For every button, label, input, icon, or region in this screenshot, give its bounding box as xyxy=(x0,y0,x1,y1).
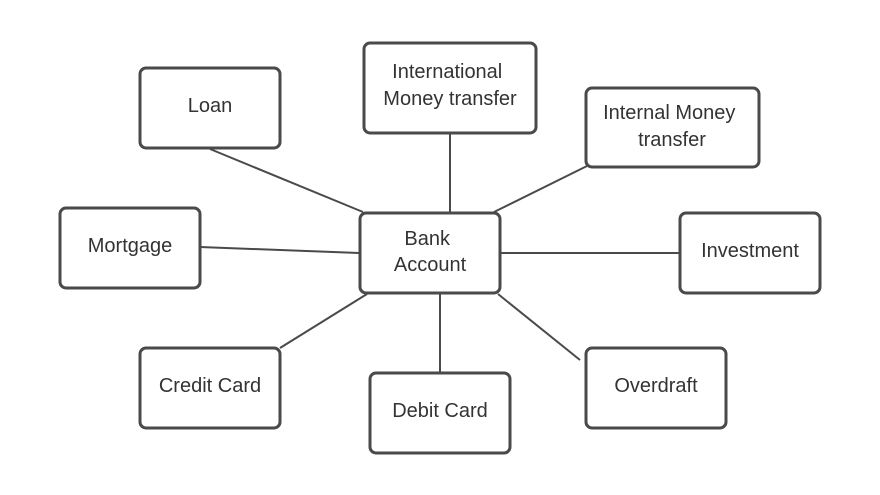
node-mortgage-label: Mortgage xyxy=(88,235,173,257)
node-debit-card-label: Debit Card xyxy=(392,400,488,422)
node-international-money-transfer-label: International Money transfer xyxy=(383,61,517,110)
node-overdraft-label: Overdraft xyxy=(614,375,698,397)
edge-mortgage xyxy=(199,246,360,254)
node-investment[interactable]: Investment xyxy=(678,211,822,295)
edge-loan xyxy=(209,148,364,213)
node-bank-account-label: Bank Account xyxy=(394,228,467,276)
node-internal-money-transfer-label: Internal Money transfer xyxy=(603,102,741,151)
node-investment-label: Investment xyxy=(701,240,799,262)
node-credit-card-label: Credit Card xyxy=(159,375,261,397)
edge-internal-money-transfer xyxy=(493,165,588,213)
edge-overdraft xyxy=(497,293,581,361)
node-bank-account[interactable]: Bank Account xyxy=(358,211,502,295)
node-debit-card[interactable]: Debit Card xyxy=(368,371,512,455)
node-overdraft[interactable]: Overdraft xyxy=(584,346,728,430)
node-loan-label: Loan xyxy=(188,95,233,117)
node-loan[interactable]: Loan xyxy=(138,66,282,150)
node-internal-money-transfer[interactable]: Internal Money transfer xyxy=(584,86,761,169)
edge-credit-card xyxy=(279,293,368,349)
node-credit-card[interactable]: Credit Card xyxy=(138,346,282,430)
node-international-money-transfer[interactable]: International Money transfer xyxy=(362,41,538,135)
node-mortgage[interactable]: Mortgage xyxy=(58,206,202,290)
